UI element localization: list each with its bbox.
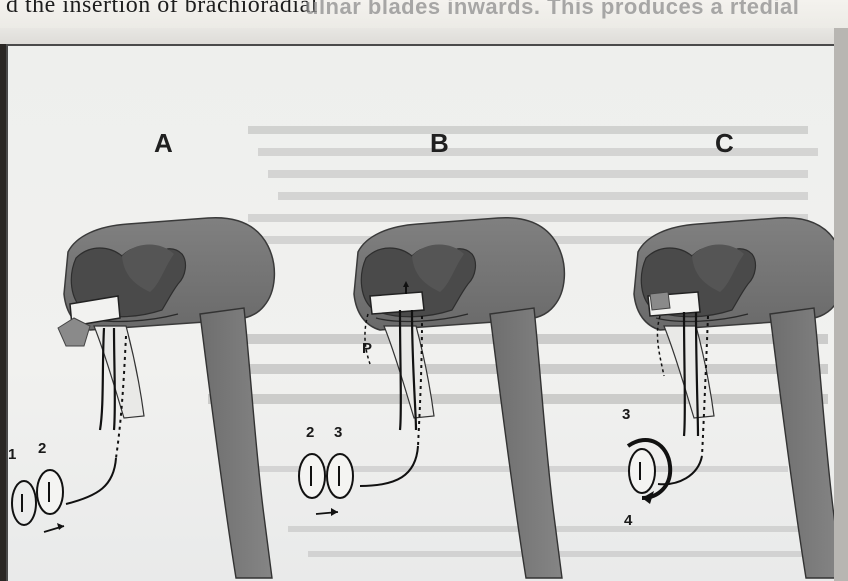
page-edge-right xyxy=(834,28,848,581)
panel-label-b: B xyxy=(430,128,449,159)
top-faded-text: ulnar blades inwards. This produces a rt… xyxy=(305,0,799,20)
panel-label-c: C xyxy=(715,128,734,159)
panel-a-illustration xyxy=(12,218,274,578)
marker-p: P xyxy=(362,340,372,357)
number-3-c: 3 xyxy=(622,406,630,423)
number-2-a: 2 xyxy=(38,440,46,457)
panel-label-a: A xyxy=(154,128,173,159)
top-text-line: d the insertion of brachioradial xyxy=(6,0,318,19)
figure-panel: A B C 1 2 2 3 P 3 4 xyxy=(6,44,834,581)
page-top-strip: d the insertion of brachioradial ulnar b… xyxy=(0,0,848,28)
number-2-b: 2 xyxy=(306,424,314,441)
figure-illustration xyxy=(8,46,834,581)
number-4-c: 4 xyxy=(624,512,632,529)
number-1-a: 1 xyxy=(8,446,16,463)
number-3-b: 3 xyxy=(334,424,342,441)
page-edge-top xyxy=(0,28,848,44)
